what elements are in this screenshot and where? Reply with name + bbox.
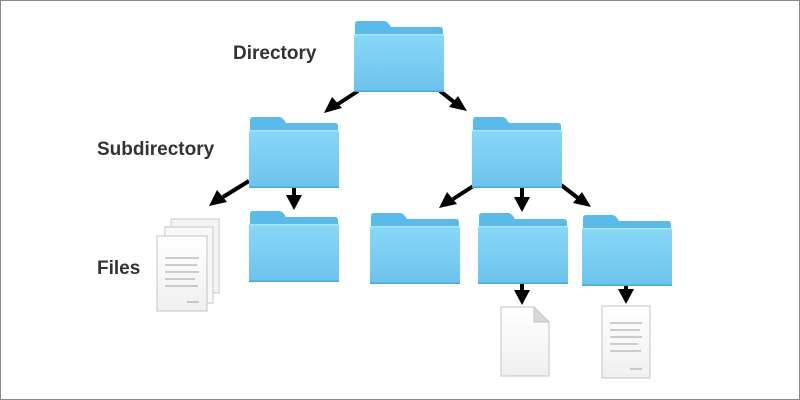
label-subdirectory: Subdirectory bbox=[97, 139, 215, 160]
arrow-down-icon bbox=[514, 187, 530, 212]
arrow-down-icon bbox=[324, 89, 360, 113]
arrow-down-icon bbox=[559, 183, 591, 207]
document-icon bbox=[601, 305, 651, 379]
folder-icon bbox=[370, 213, 460, 284]
tree-arrows bbox=[209, 89, 634, 305]
arrow-down-icon bbox=[286, 187, 302, 210]
documents-stack-icon bbox=[156, 218, 220, 312]
arrow-down-icon bbox=[438, 89, 467, 111]
folder-icon bbox=[582, 215, 672, 286]
arrow-down-icon bbox=[618, 283, 634, 304]
folder-icon bbox=[478, 213, 568, 284]
folder-icon bbox=[249, 117, 339, 188]
arrow-down-icon bbox=[514, 283, 530, 305]
arrow-down-icon bbox=[439, 183, 477, 208]
label-directory: Directory bbox=[233, 43, 317, 64]
document-icon bbox=[500, 305, 551, 377]
arrow-down-icon bbox=[209, 179, 251, 206]
folder-icon bbox=[472, 117, 562, 188]
folder-icon bbox=[354, 21, 444, 92]
label-files: Files bbox=[97, 258, 141, 279]
folder-icon bbox=[249, 211, 339, 282]
